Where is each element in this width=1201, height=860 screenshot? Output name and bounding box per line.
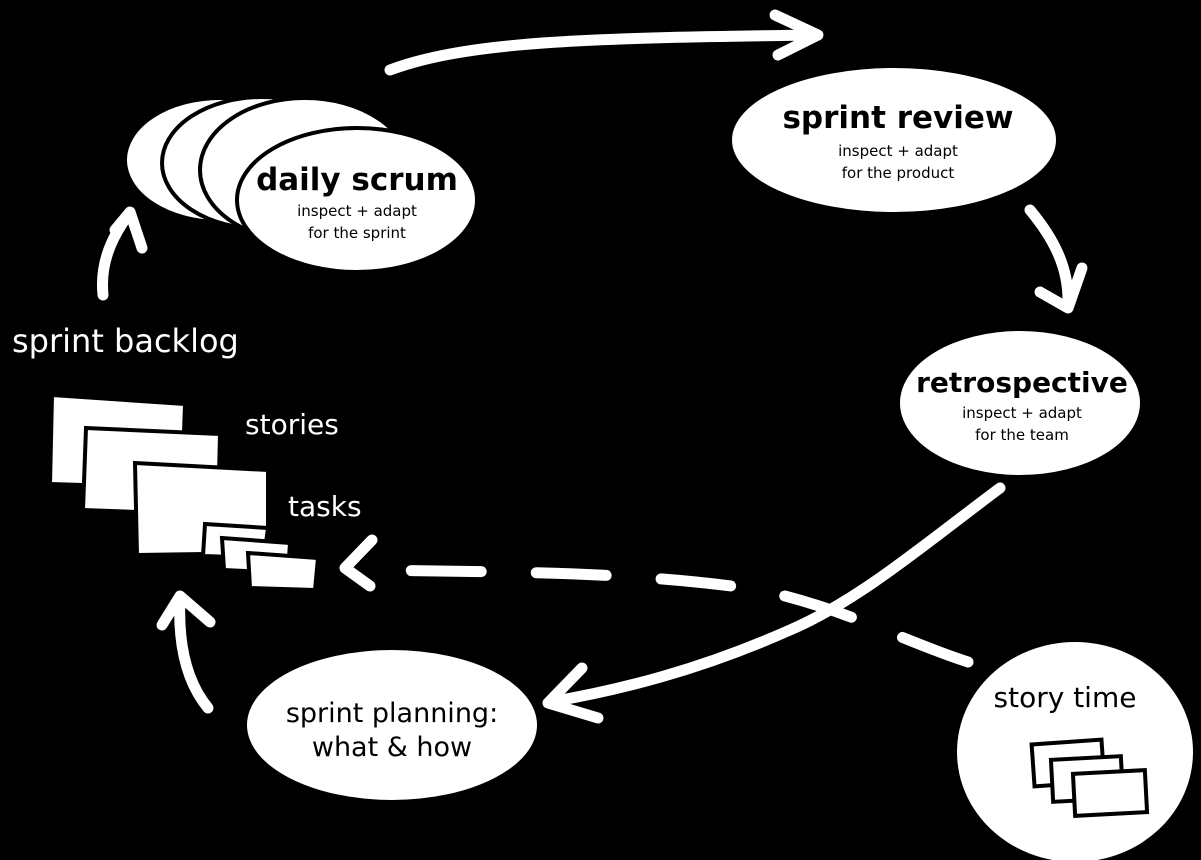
- story-time-cards-icon: [1029, 737, 1150, 818]
- sprint-review-line1: inspect + adapt: [838, 142, 958, 160]
- daily-scrum-line1: inspect + adapt: [297, 202, 417, 220]
- stories-label: stories: [245, 408, 339, 441]
- sprint-review-line2: for the product: [842, 164, 955, 182]
- arrow-daily-to-review: [384, 9, 824, 76]
- retrospective-title: retrospective: [916, 366, 1128, 399]
- sprint-review-node: sprint review inspect + adapt for the pr…: [732, 68, 1056, 212]
- sprint-backlog-title: sprint backlog: [12, 322, 239, 360]
- sprint-planning-line2: what & how: [312, 732, 472, 763]
- arrow-retro-to-planning: [542, 482, 1006, 724]
- arrow-planning-to-backlog: [156, 590, 216, 714]
- sprint-review-title: sprint review: [782, 100, 1013, 136]
- daily-scrum-line2: for the sprint: [308, 224, 406, 242]
- retrospective-node: retrospective inspect + adapt for the te…: [900, 331, 1140, 475]
- arrow-review-to-retro: [1024, 204, 1088, 314]
- arrow-story-to-tasks: [339, 534, 974, 668]
- retrospective-line2: for the team: [975, 426, 1069, 444]
- retrospective-line1: inspect + adapt: [962, 404, 1082, 422]
- tasks-label: tasks: [288, 490, 362, 523]
- sprint-backlog-area: sprint backlog stories tasks: [12, 322, 362, 593]
- story-time-title: story time: [994, 681, 1137, 714]
- daily-scrum-title: daily scrum: [256, 162, 458, 198]
- daily-scrum-node: daily scrum inspect + adapt for the spri…: [123, 95, 479, 274]
- task-cards-icon: [200, 521, 321, 593]
- story-time-node: story time: [957, 642, 1193, 860]
- sprint-planning-node: sprint planning: what & how: [247, 650, 537, 800]
- arrow-backlog-to-daily: [96, 206, 148, 301]
- sprint-planning-line1: sprint planning:: [286, 698, 498, 729]
